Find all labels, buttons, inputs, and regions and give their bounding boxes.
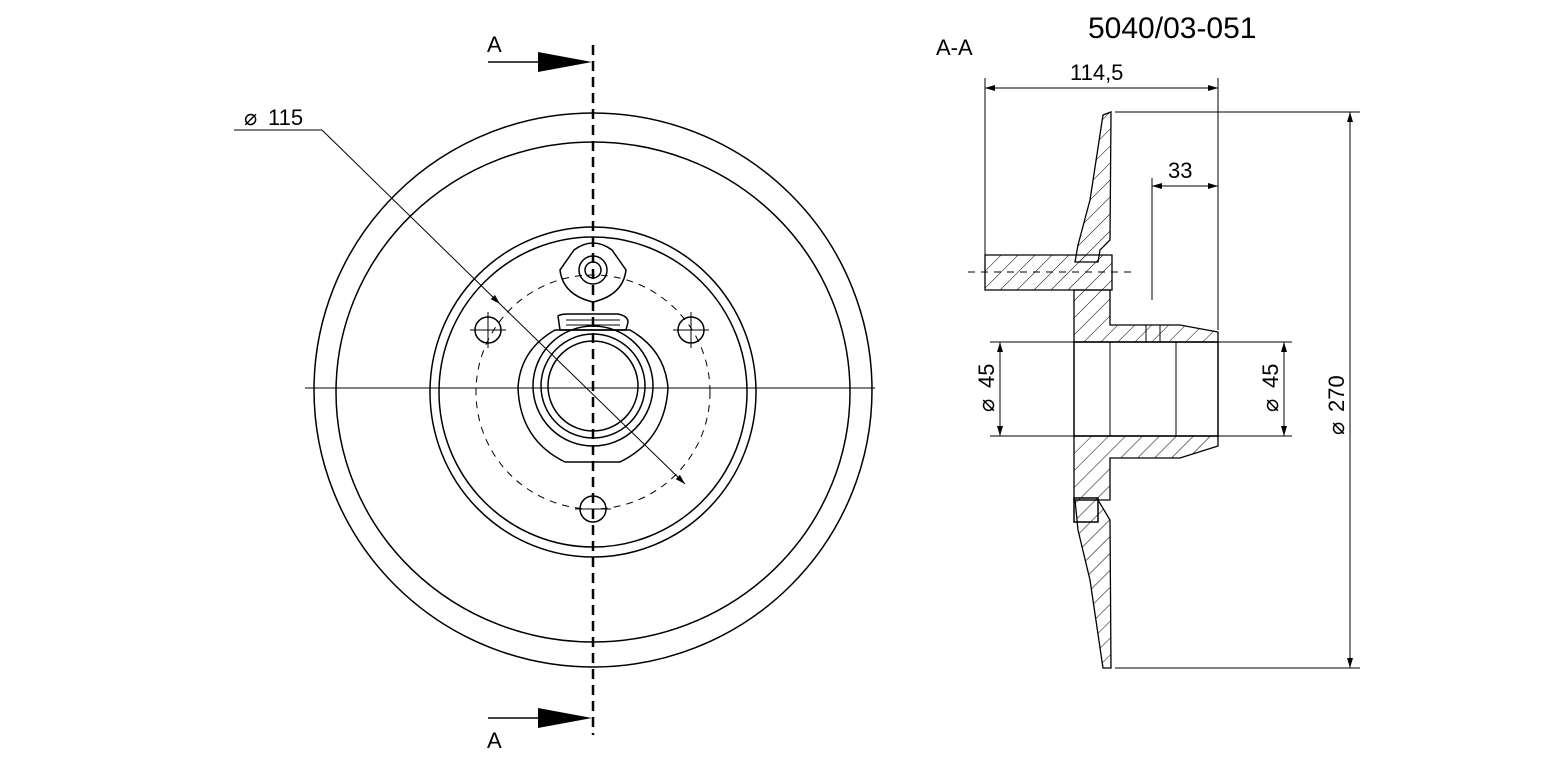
flange-inner-circle: [438, 236, 748, 548]
section-arrow-bottom: A: [487, 708, 592, 753]
hub-length-value: 33: [1168, 158, 1192, 183]
outer-diameter-value: 270: [1324, 375, 1349, 412]
section-view-label: A-A: [936, 35, 973, 60]
section-mark-bottom: A: [487, 728, 502, 753]
bore-right-symbol: ⌀: [1258, 399, 1283, 412]
front-view: ⌀ 115 A A: [234, 32, 875, 753]
section-mark-top: A: [487, 32, 502, 57]
bolt-circle-dim-value: 115: [268, 105, 303, 130]
part-number: 5040/03-051: [1088, 12, 1257, 45]
top-boss: [559, 242, 627, 303]
central-hub: [517, 325, 669, 463]
inner-rim-circle: [335, 141, 851, 643]
outer-rim-circle: [313, 112, 873, 668]
flange-outer-circle: [429, 226, 757, 558]
section-view: A-A 5040/03-051 114,5: [936, 12, 1360, 669]
bore-left-dimension: ⌀ 45: [974, 341, 1074, 437]
disc-upper-section: [1074, 111, 1112, 263]
hub-lower-section: [1073, 435, 1219, 501]
bolt-circle-dimension: ⌀ 115: [234, 105, 686, 485]
section-arrow-top: A: [487, 32, 592, 72]
bolt-hole-left: [470, 312, 506, 348]
bolt-hole-right: [673, 312, 709, 348]
key-slot: [557, 313, 629, 331]
bore-left-value: 45: [974, 364, 999, 388]
hub-length-dimension: 33: [1151, 158, 1218, 300]
bore-right-value: 45: [1258, 364, 1283, 388]
outer-diameter-dimension: ⌀ 270: [1115, 111, 1360, 669]
bore-right-dimension: ⌀ 45: [1218, 341, 1292, 437]
lower-bolt: [1073, 497, 1099, 523]
bolt-circle-dim-symbol: ⌀: [244, 105, 257, 130]
overall-length-value: 114,5: [1070, 60, 1123, 85]
disc-lower-section: [1074, 499, 1112, 669]
bolt-hole-bottom: [575, 495, 611, 523]
bore-outline: [1073, 341, 1219, 437]
overall-length-dimension: 114,5: [984, 60, 1219, 330]
outer-diameter-symbol: ⌀: [1324, 422, 1349, 435]
bore-left-symbol: ⌀: [974, 399, 999, 412]
